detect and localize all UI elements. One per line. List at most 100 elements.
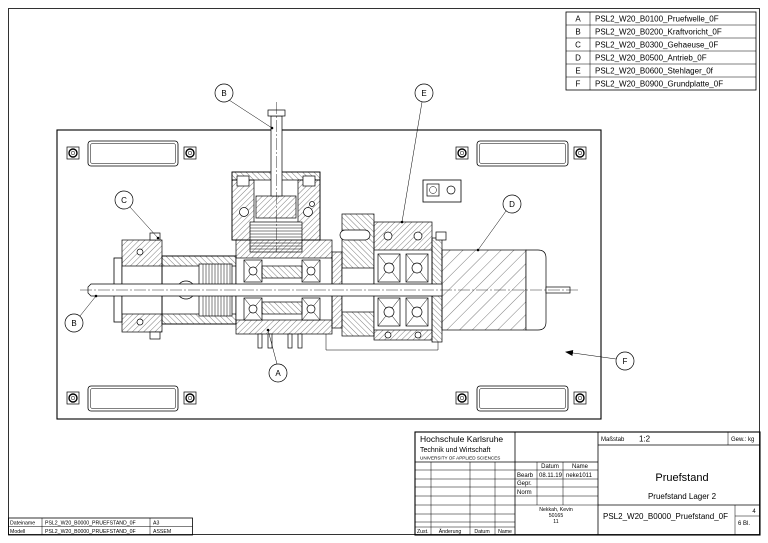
- row-standard-label: Norm: [517, 490, 532, 496]
- sheet-total: 6 Bl.: [738, 521, 750, 527]
- title-block: Hochschule Karlsruhe Technik und Wirtsch…: [414, 431, 761, 536]
- sensor-bracket-body: [422, 179, 462, 203]
- pillow-block: [373, 221, 433, 341]
- model-label: Modell: [10, 529, 25, 535]
- housing-hole: [136, 248, 144, 256]
- bearing: [301, 259, 321, 283]
- hex-bolt: [66, 146, 80, 160]
- drawing-number: PSL2_W20_B0000_Pruefstand_0F: [603, 512, 728, 521]
- pillow-block-bolt: [384, 331, 392, 339]
- bearing: [301, 297, 321, 321]
- drawing-subtitle: Pruefstand Lager 2: [648, 492, 717, 501]
- base-screw: [257, 333, 263, 349]
- balloon-letter: F: [623, 357, 628, 366]
- cover-nut: [236, 175, 250, 187]
- clamp-bolt: [303, 207, 313, 217]
- author-id: 50165: [549, 513, 564, 519]
- pillow-block-bolt: [383, 231, 393, 241]
- leader-dot: [400, 220, 404, 224]
- balloon-letter: A: [275, 369, 281, 378]
- leader-line: [565, 349, 617, 360]
- hex-bolt: [573, 391, 587, 405]
- housing-hole: [136, 318, 144, 326]
- bolt-washer: [575, 148, 585, 158]
- balloon-circle: [214, 83, 234, 103]
- base-plate-group: [56, 129, 602, 420]
- bearing: [243, 259, 263, 283]
- cover-nut: [302, 175, 316, 187]
- hex-bolt: [66, 391, 80, 405]
- leader-line: [228, 99, 273, 129]
- school-name: Hochschule Karlsruhe: [420, 434, 503, 444]
- sensor-bracket-nut: [426, 183, 440, 197]
- balloon-b-left: B: [64, 313, 84, 333]
- base-plate: [56, 129, 602, 420]
- leader-line: [477, 210, 507, 251]
- side-screw: [309, 201, 315, 207]
- balloon-circle: [64, 313, 84, 333]
- bolt-washer: [68, 148, 78, 158]
- slot: [87, 385, 179, 412]
- scale-value: 1:2: [639, 435, 651, 444]
- leader-dot: [270, 126, 274, 130]
- pillow-block-bolt: [413, 231, 423, 241]
- bolt-washer: [457, 148, 467, 158]
- parts-list-name: PSL2_W20_B0900_Grundplatte_0F: [595, 80, 723, 89]
- slot-inner: [479, 388, 566, 409]
- sensor-bracket: [422, 179, 462, 203]
- leader-line: [79, 295, 97, 317]
- balloon-circle: [502, 194, 522, 214]
- parts-list-key: A: [575, 15, 581, 24]
- hex-bolt: [455, 391, 469, 405]
- hex-bolt: [183, 146, 197, 160]
- bearing-ball: [248, 304, 258, 314]
- balloon-letter: D: [509, 200, 515, 209]
- model-format: ASSEM: [153, 529, 171, 535]
- parts-list-name: PSL2_W20_B0200_Kraftvoricht_0F: [595, 28, 722, 37]
- row-checked-label: Gepr.: [517, 481, 532, 487]
- leader-line: [267, 329, 278, 365]
- balloon-letter: B: [221, 89, 226, 98]
- spacer-sleeve: [261, 301, 303, 315]
- base-screw: [297, 333, 303, 349]
- file-value: PSL2_W20_B0000_PRUEFSTAND_0F: [45, 521, 136, 527]
- balloon-f: F: [615, 351, 635, 371]
- assembly-section: [80, 102, 578, 351]
- revision-name-header: Name: [498, 529, 512, 535]
- parts-list-name: PSL2_W20_B0100_Pruefwelle_0F: [595, 15, 719, 24]
- bolt-shank: [187, 395, 193, 401]
- column-name-header: Name: [572, 464, 589, 470]
- slot-inner: [90, 143, 176, 164]
- bearing-ball: [306, 304, 316, 314]
- revision-date-header: Datum: [474, 529, 489, 535]
- slot-inner: [479, 143, 566, 164]
- bearing-ball: [306, 266, 316, 276]
- bearing: [405, 297, 429, 327]
- slot-outer: [476, 140, 569, 167]
- bearing-ball: [411, 262, 423, 274]
- slot-outer: [87, 140, 179, 167]
- slot: [476, 385, 569, 412]
- sheet-border: [8, 8, 760, 535]
- parts-list-key: C: [575, 41, 581, 50]
- balloon-letter: B: [71, 319, 76, 328]
- bearing-ball: [411, 306, 423, 318]
- leader-line: [401, 101, 423, 223]
- scale-label: Maßstab: [601, 437, 625, 443]
- balloon-letter: E: [421, 89, 426, 98]
- file-label: Dateiname: [10, 521, 35, 527]
- slot: [476, 140, 569, 167]
- parts-list-key: D: [575, 54, 581, 63]
- balloon-e: E: [414, 83, 434, 103]
- leader-dot: [476, 248, 480, 252]
- force-piston: [255, 195, 297, 219]
- sheet-number: 4: [752, 509, 756, 515]
- bolt-shank: [70, 395, 76, 401]
- balloon-a: A: [268, 363, 288, 383]
- leader-dot: [156, 236, 160, 240]
- bearing-ball: [383, 262, 395, 274]
- leader-dot: [266, 328, 270, 332]
- spacer-sleeve: [261, 265, 303, 279]
- drawn-by: neke1011: [566, 473, 593, 479]
- slot: [87, 140, 179, 167]
